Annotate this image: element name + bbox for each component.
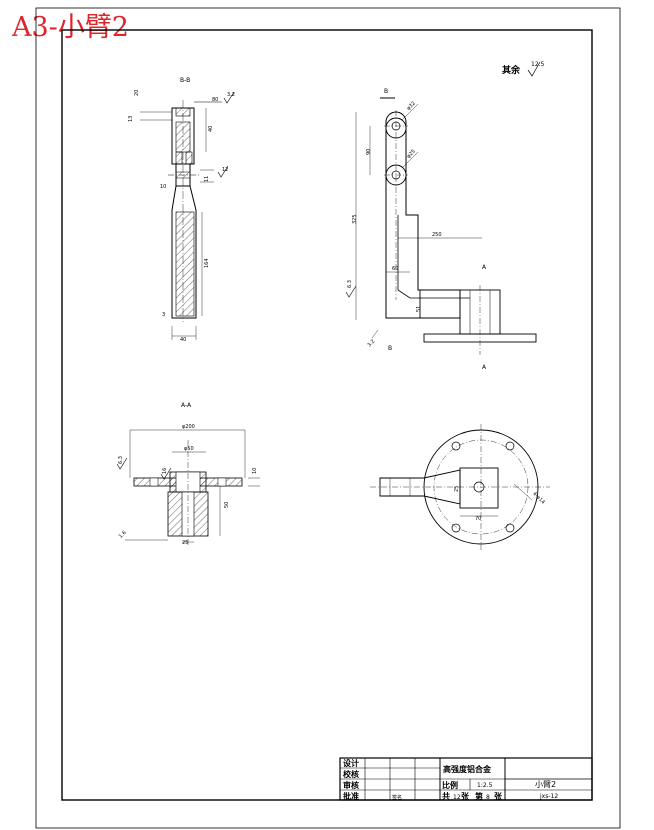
svg-text:共: 共: [442, 791, 450, 801]
inner-frame: [61, 29, 593, 801]
svg-text:60: 60: [392, 266, 398, 272]
svg-text:4-φ14: 4-φ14: [531, 491, 546, 506]
svg-text:90: 90: [366, 149, 372, 155]
svg-text:11: 11: [204, 176, 210, 182]
svg-text:6.3: 6.3: [118, 456, 124, 464]
svg-text:25: 25: [182, 540, 188, 546]
svg-text:325: 325: [352, 214, 358, 224]
section-bb-view: B-B 80 3.2 20 13 40: [128, 77, 235, 343]
section-bb-label: B-B: [180, 77, 190, 84]
svg-text:第: 第: [475, 791, 483, 801]
svg-text:设计: 设计: [343, 758, 359, 768]
svg-text:批准: 批准: [343, 791, 359, 801]
svg-text:校核: 校核: [343, 769, 359, 779]
svg-text:250: 250: [432, 232, 442, 238]
svg-text:8: 8: [486, 794, 490, 801]
svg-text:φ25: φ25: [406, 149, 417, 160]
svg-text:12: 12: [453, 794, 461, 801]
label-a-bottom: A: [482, 364, 487, 371]
svg-text:10: 10: [252, 468, 258, 474]
outer-border: [35, 7, 621, 829]
title-block-text: 设计 校核 审核 批准 签名 高强度铝合金 比例 1:2.5 小臂2 共 12 …: [343, 758, 558, 801]
label-b-top: B: [384, 88, 388, 95]
svg-text:25: 25: [454, 486, 460, 492]
section-aa-label: A-A: [181, 402, 192, 409]
label-a-top: A: [482, 264, 487, 271]
svg-text:6.3: 6.3: [347, 280, 353, 288]
svg-text:12: 12: [222, 167, 228, 173]
svg-text:3: 3: [162, 312, 165, 318]
svg-text:50: 50: [224, 502, 230, 508]
svg-text:51: 51: [416, 306, 422, 312]
svg-text:13: 13: [128, 116, 134, 122]
svg-text:80: 80: [212, 97, 218, 103]
svg-text:签名: 签名: [392, 794, 402, 801]
label-b-bottom: B: [388, 345, 392, 352]
material-name: 高强度铝合金: [443, 764, 492, 774]
svg-text:φ50: φ50: [184, 446, 194, 452]
corner-title: A3-小臂2: [12, 12, 129, 43]
part-name: 小臂2: [535, 779, 556, 789]
svg-text:12.5: 12.5: [531, 61, 545, 68]
svg-text:比例: 比例: [442, 780, 458, 790]
svg-text:φ32: φ32: [406, 101, 417, 112]
svg-text:审核: 审核: [343, 780, 359, 790]
svg-text:40: 40: [180, 337, 186, 343]
svg-text:16: 16: [162, 468, 168, 474]
svg-text:70: 70: [475, 516, 481, 522]
svg-text:φ200: φ200: [182, 424, 195, 430]
svg-text:1:2.5: 1:2.5: [477, 782, 493, 789]
remaining-note: 其余: [502, 64, 521, 76]
front-view: B 325 90 φ32: [345, 88, 537, 371]
svg-text:3.2: 3.2: [227, 92, 235, 98]
plan-view: 70 25 4-φ14: [370, 424, 550, 550]
svg-text:3.2: 3.2: [366, 338, 376, 348]
svg-text:10: 10: [160, 184, 166, 190]
svg-text:张: 张: [461, 792, 470, 801]
svg-text:1.6: 1.6: [118, 530, 128, 540]
svg-text:164: 164: [204, 258, 210, 268]
title-block: [339, 757, 593, 801]
svg-text:40: 40: [208, 126, 214, 132]
svg-text:张: 张: [494, 792, 503, 801]
svg-text:20: 20: [134, 90, 140, 96]
section-aa-view: A-A φ200 φ50 10 50 16 6.: [116, 402, 260, 546]
drawing-number: jxs-12: [539, 793, 558, 800]
roughness-symbol-remaining: 12.5: [527, 61, 545, 77]
